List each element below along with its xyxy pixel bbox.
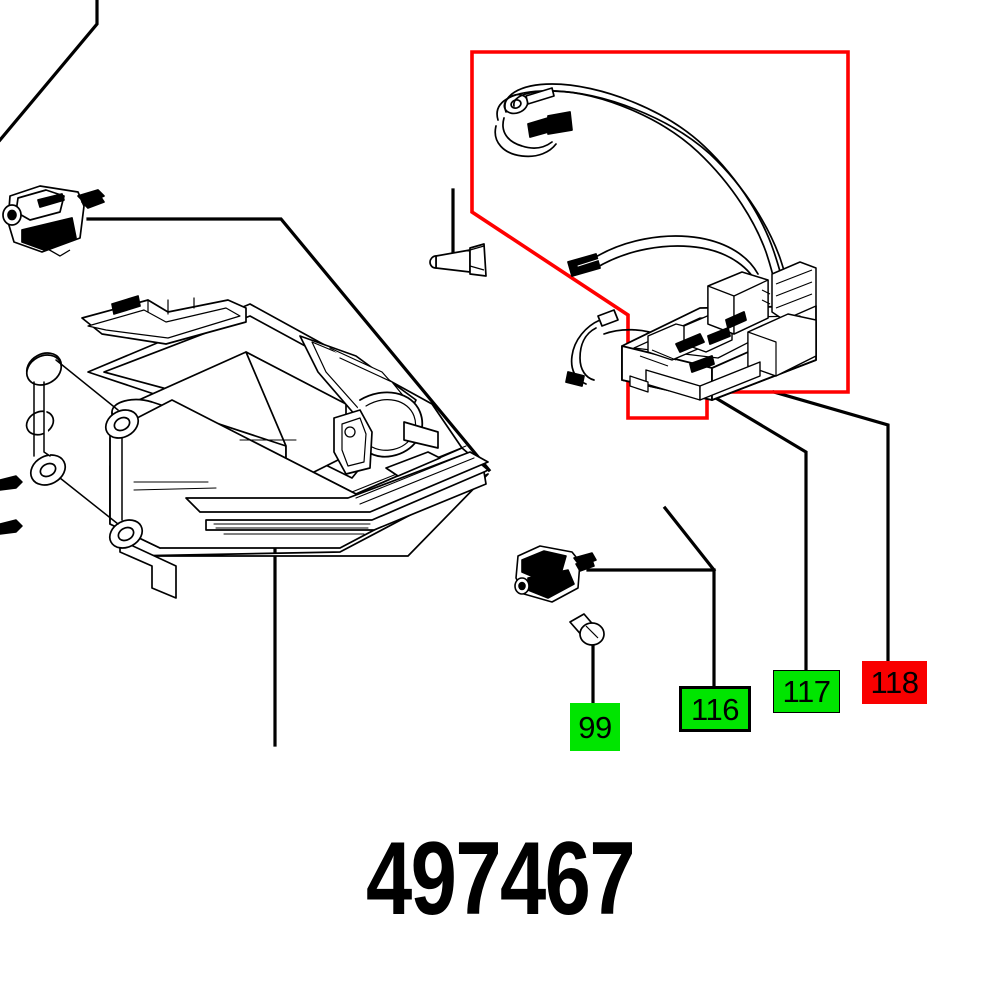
gear-housing-assembly xyxy=(25,295,489,599)
left-edge-fragments xyxy=(0,475,23,535)
electronic-module xyxy=(621,261,817,401)
callout-116[interactable]: 116 xyxy=(679,686,751,732)
micro-switch-upper-left xyxy=(2,185,105,257)
leader-117 xyxy=(691,382,808,672)
micro-switch-lower-center xyxy=(514,545,597,603)
leader-switch-upper xyxy=(86,217,492,473)
callout-118[interactable]: 118 xyxy=(862,661,927,704)
leader-top-left xyxy=(0,0,99,143)
callout-117[interactable]: 117 xyxy=(773,670,840,713)
screw-99 xyxy=(569,613,605,646)
leader-116-diagonal xyxy=(662,505,717,573)
leader-116 xyxy=(586,568,716,688)
red-highlight-outline xyxy=(470,50,850,420)
part-number: 497467 xyxy=(365,821,636,937)
callout-99[interactable]: 99 xyxy=(570,703,620,751)
hex-bolt-upper xyxy=(429,243,487,277)
leader-lines xyxy=(0,0,890,747)
leader-118 xyxy=(772,390,890,663)
